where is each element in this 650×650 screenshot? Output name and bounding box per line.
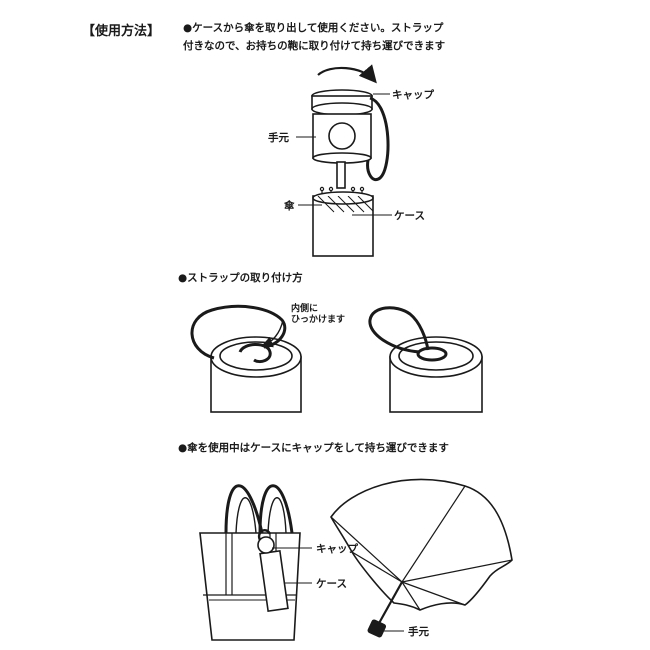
hanging-cap: [257, 536, 275, 554]
label-case: ケース: [394, 210, 425, 222]
label-cap-bag: キャップ: [316, 543, 358, 555]
section-title: 【使用方法】: [82, 24, 161, 39]
strap-note-line-1: 内側に: [291, 304, 319, 314]
strap-note-line-2: ひっかけます: [291, 315, 346, 325]
strap-note: 内側に ひっかけます: [291, 304, 345, 326]
open-umbrella-drawing: [330, 478, 513, 638]
label-handle: 手元: [268, 132, 289, 144]
label-cap: キャップ: [392, 89, 434, 101]
tote-bag-drawing: [199, 484, 312, 641]
strap-attach-right: [368, 306, 483, 413]
umbrella-canopy: [330, 478, 513, 611]
instruction-line-2: 付きなので、お持ちの鞄に取り付けて持ち運びできます: [183, 40, 446, 52]
rotate-arrow-icon: [317, 64, 377, 84]
label-case-bag: ケース: [316, 578, 347, 590]
strap-attach-left: [190, 304, 302, 413]
case-assembly-drawing: [296, 64, 392, 257]
label-umbrella: 傘: [284, 200, 295, 212]
case-body: [312, 195, 374, 257]
strap-loop: [366, 96, 390, 181]
strap-section-title: ●ストラップの取り付け方: [178, 272, 303, 284]
handle-emblem: [328, 122, 356, 150]
folded-canopy: [317, 196, 373, 213]
shaft: [336, 161, 346, 189]
instruction-text: ●ケースから傘を取り出して使用ください。ストラップ 付きなので、お持ちの鞄に取り…: [183, 19, 445, 55]
carry-section-title: ●傘を使用中はケースにキャップをして持ち運びできます: [178, 442, 449, 454]
umbrella-handle: [367, 619, 387, 638]
label-umbrella-handle: 手元: [408, 626, 429, 638]
rib-tips: [319, 186, 365, 198]
instruction-line-1: ●ケースから傘を取り出して使用ください。ストラップ: [183, 22, 444, 34]
